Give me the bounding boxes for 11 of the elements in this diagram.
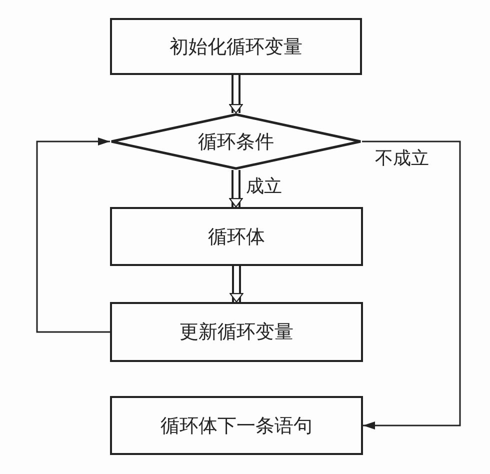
arrow — [230, 266, 244, 303]
process-box: 初始化循环变量 — [110, 18, 362, 75]
arrow — [36, 138, 110, 333]
process-box: 循环体下一条语句 — [110, 396, 363, 455]
edge-label: 不成立 — [374, 146, 430, 170]
arrow — [229, 75, 243, 114]
decision-diamond: 循环条件 — [110, 113, 362, 170]
arrow — [362, 140, 461, 430]
arrow — [229, 170, 243, 208]
process-box: 更新循环变量 — [110, 302, 363, 362]
process-box: 循环体 — [110, 207, 363, 266]
